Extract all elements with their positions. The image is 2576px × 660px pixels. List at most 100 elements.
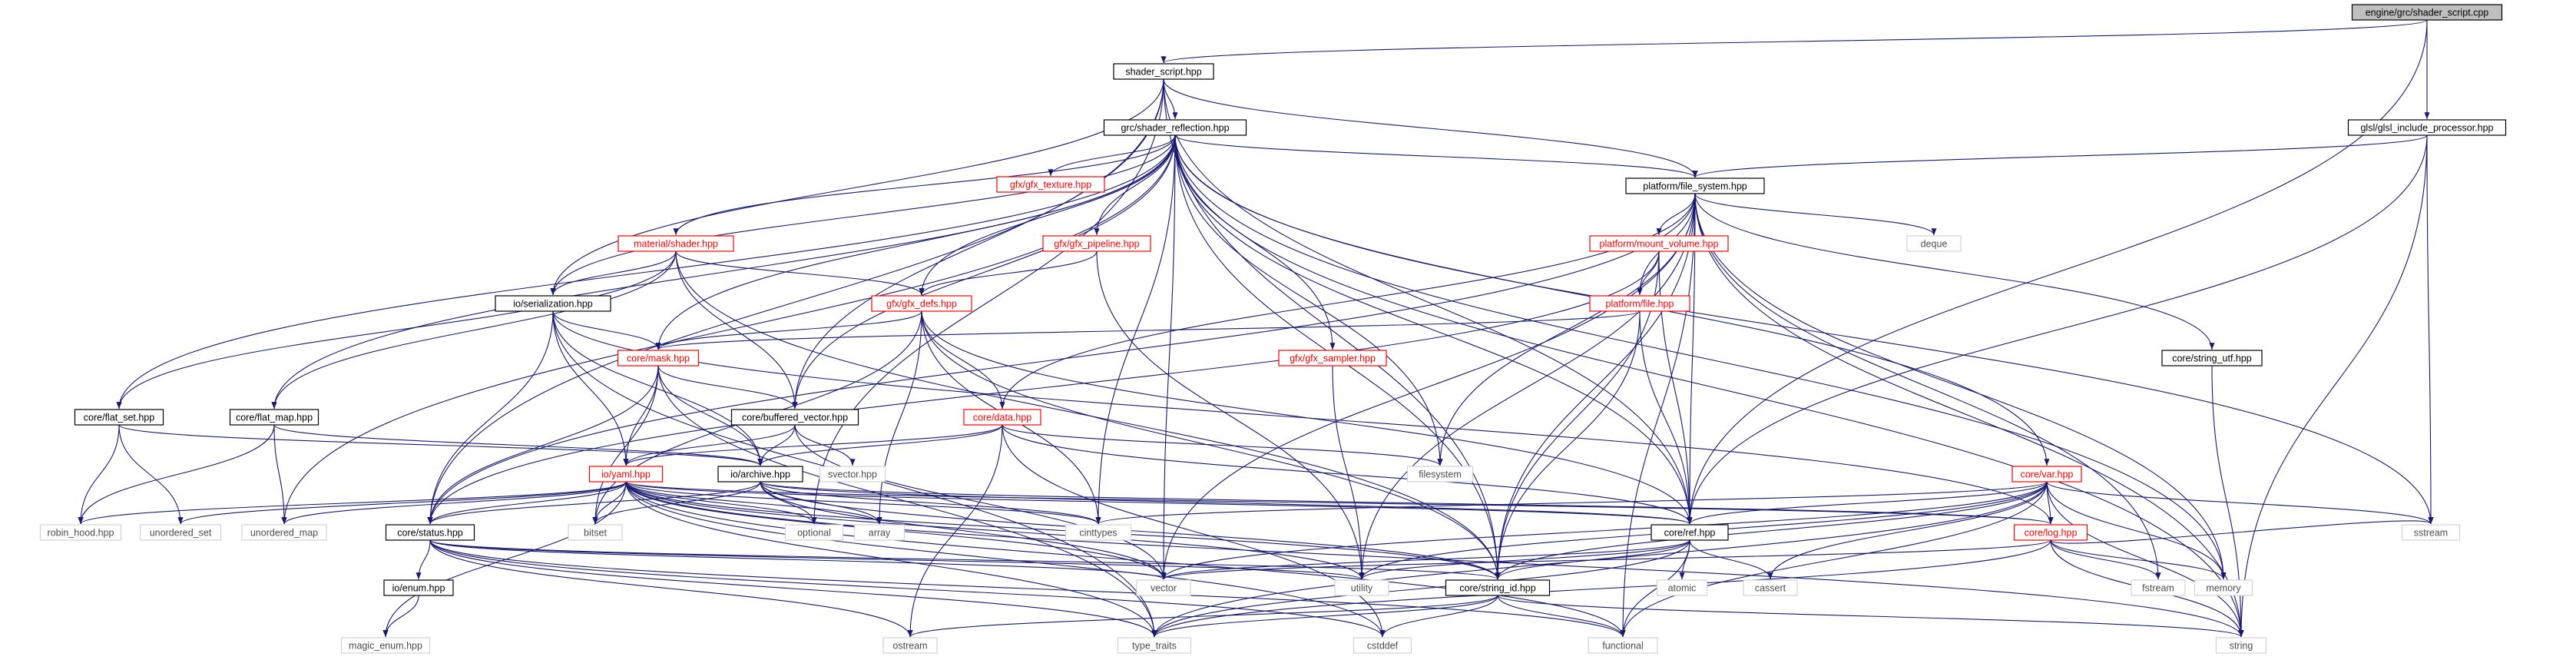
node-material-shader-hpp[interactable]: material/shader.hpp [618,235,734,252]
edge-gfx-pipeline-to-utility [1096,250,1365,580]
node-optional: optional [784,524,844,541]
node-grc-shader-reflection-hpp[interactable]: grc/shader_reflection.hpp [1103,119,1247,136]
edge-gfx-defs-to-core-mask [655,310,922,350]
node-label: memory [2206,582,2241,593]
node-core-log-hpp[interactable]: core/log.hpp [2013,524,2088,541]
edge-file-system-to-core-status [427,193,1696,525]
node-box [1651,524,1729,541]
node-box [2351,4,2503,21]
edge-io-serial-to-core-status [427,310,554,525]
node-label: deque [1921,238,1948,249]
node-core-var-hpp[interactable]: core/var.hpp [2011,466,2082,483]
edge-io-archive-to-core-status [427,481,761,525]
edge-shader-refl-to-file-system [1174,134,1698,178]
edge-io-yaml-to-cstddef [625,481,1386,638]
node-core-data-hpp[interactable]: core/data.hpp [963,409,1041,426]
node-gfx-gfx-pipeline-hpp[interactable]: gfx/gfx_pipeline.hpp [1042,235,1151,252]
node-vector: vector [1136,579,1191,596]
node-box [617,350,700,366]
node-label: fstream [2142,582,2174,593]
edge-core-data-to-filesystem [1002,424,1443,466]
edge-shader-refl-to-material-shader [673,134,1176,236]
node-label: cinttypes [1079,527,1117,538]
node-box [1588,637,1658,654]
node-box [1353,637,1412,654]
node-glsl-glsl-include-processor-hpp[interactable]: glsl/glsl_include_processor.hpp [2347,119,2507,136]
node-engine-grc-shader-script-cpp[interactable]: engine/grc/shader_script.cpp [2351,4,2503,21]
node-io-serialization-hpp[interactable]: io/serialization.hpp [495,295,611,312]
node-core-flat-map-hpp[interactable]: core/flat_map.hpp [229,409,320,426]
node-gfx-gfx-sampler-hpp[interactable]: gfx/gfx_sampler.hpp [1278,350,1387,366]
node-label: engine/grc/shader_script.cpp [2366,7,2489,18]
edge-io-serial-to-io-archive [552,310,763,466]
node-io-archive-hpp[interactable]: io/archive.hpp [717,466,803,483]
node-string: string [2215,637,2267,654]
node-unordered-set: unordered_set [139,524,222,541]
node-core-status-hpp[interactable]: core/status.hpp [385,524,475,541]
node-box [568,524,623,541]
node-label: vector [1151,582,1177,593]
node-platform-file-system-hpp[interactable]: platform/file_system.hpp [1625,177,1765,194]
edge-file-system-to-fstream [1694,193,2161,580]
node-robin-hood-hpp: robin_hood.hpp [39,524,122,541]
edge-core-var-to-cassert [1767,481,2048,580]
node-platform-mount-volume-hpp[interactable]: platform/mount_volume.hpp [1589,235,1729,252]
edge-core-var-to-vector [1161,481,2048,580]
node-core-string-utf-hpp[interactable]: core/string_utf.hpp [2161,350,2263,366]
edge-gfx-defs-to-core-ref [921,310,1693,525]
edge-mount-volume-to-core-ref [1658,250,1693,525]
node-core-mask-hpp[interactable]: core/mask.hpp [617,350,700,366]
edge-core-status-to-vector [429,539,1167,580]
node-io-enum-hpp[interactable]: io/enum.hpp [383,579,454,596]
node-box [2131,579,2186,596]
node-bitset: bitset [568,524,623,541]
node-box [1103,119,1247,136]
node-gfx-gfx-texture-hpp[interactable]: gfx/gfx_texture.hpp [996,176,1105,193]
edge-io-serial-to-io-yaml [552,310,629,466]
node-box [882,637,938,654]
node-gfx-gfx-defs-hpp[interactable]: gfx/gfx_defs.hpp [871,295,972,312]
node-label: core/string_id.hpp [1459,582,1535,593]
edge-platform-file-to-core-mask [655,310,1641,350]
node-box [618,235,734,252]
edge-file-system-to-core-data [999,193,1696,410]
node-cstddef: cstddef [1353,637,1412,654]
node-shader-script-hpp[interactable]: shader_script.hpp [1113,63,1214,80]
edge-shader-script-to-file-system [1163,78,1698,178]
edge-core-ref-to-functional [1620,539,1690,638]
node-label: core/flat_set.hpp [84,412,154,423]
edge-root-to-core-ref [1687,19,2428,525]
node-label: unordered_map [250,527,318,538]
edge-buffered-vec-to-io-yaml [623,424,796,466]
node-ostream: ostream [882,637,938,654]
edge-string-id-to-cstddef [1379,595,1498,638]
node-box [39,524,122,541]
node-label: atomic [1668,582,1697,593]
node-platform-file-hpp[interactable]: platform/file.hpp [1589,295,1690,312]
edge-core-status-to-type-traits [429,539,1157,638]
node-label: io/yaml.hpp [601,469,651,479]
edge-file-system-to-filesystem [1437,193,1696,466]
node-core-flat-set-hpp[interactable]: core/flat_set.hpp [74,409,164,426]
edge-root-to-shader-script [1161,19,2428,64]
node-label: core/mask.hpp [627,353,690,363]
edge-io-yaml-to-string-id [625,481,1501,580]
edge-core-var-to-string [2046,481,2244,638]
edge-shader-refl-to-unordered-map [281,134,1176,525]
edge-flat-map-to-io-archive [273,424,763,466]
node-core-buffered-vector-hpp[interactable]: core/buffered_vector.hpp [730,409,859,426]
edge-mount-volume-to-core-status [427,250,1660,525]
node-box [2194,579,2253,596]
node-box [241,524,327,541]
node-label: material/shader.hpp [634,238,718,249]
dependency-edges [78,19,2434,638]
edge-io-archive-to-cinttypes [760,481,1101,525]
node-core-ref-hpp[interactable]: core/ref.hpp [1651,524,1729,541]
node-box [1445,579,1551,596]
node-io-yaml-hpp[interactable]: io/yaml.hpp [588,466,664,483]
node-box [1042,235,1151,252]
edge-shader-refl-to-filesystem [1174,134,1443,466]
edge-string-id-to-string [1497,595,2244,638]
edge-platform-file-to-string-id [1495,310,1641,580]
node-core-string-id-hpp[interactable]: core/string_id.hpp [1445,579,1551,596]
